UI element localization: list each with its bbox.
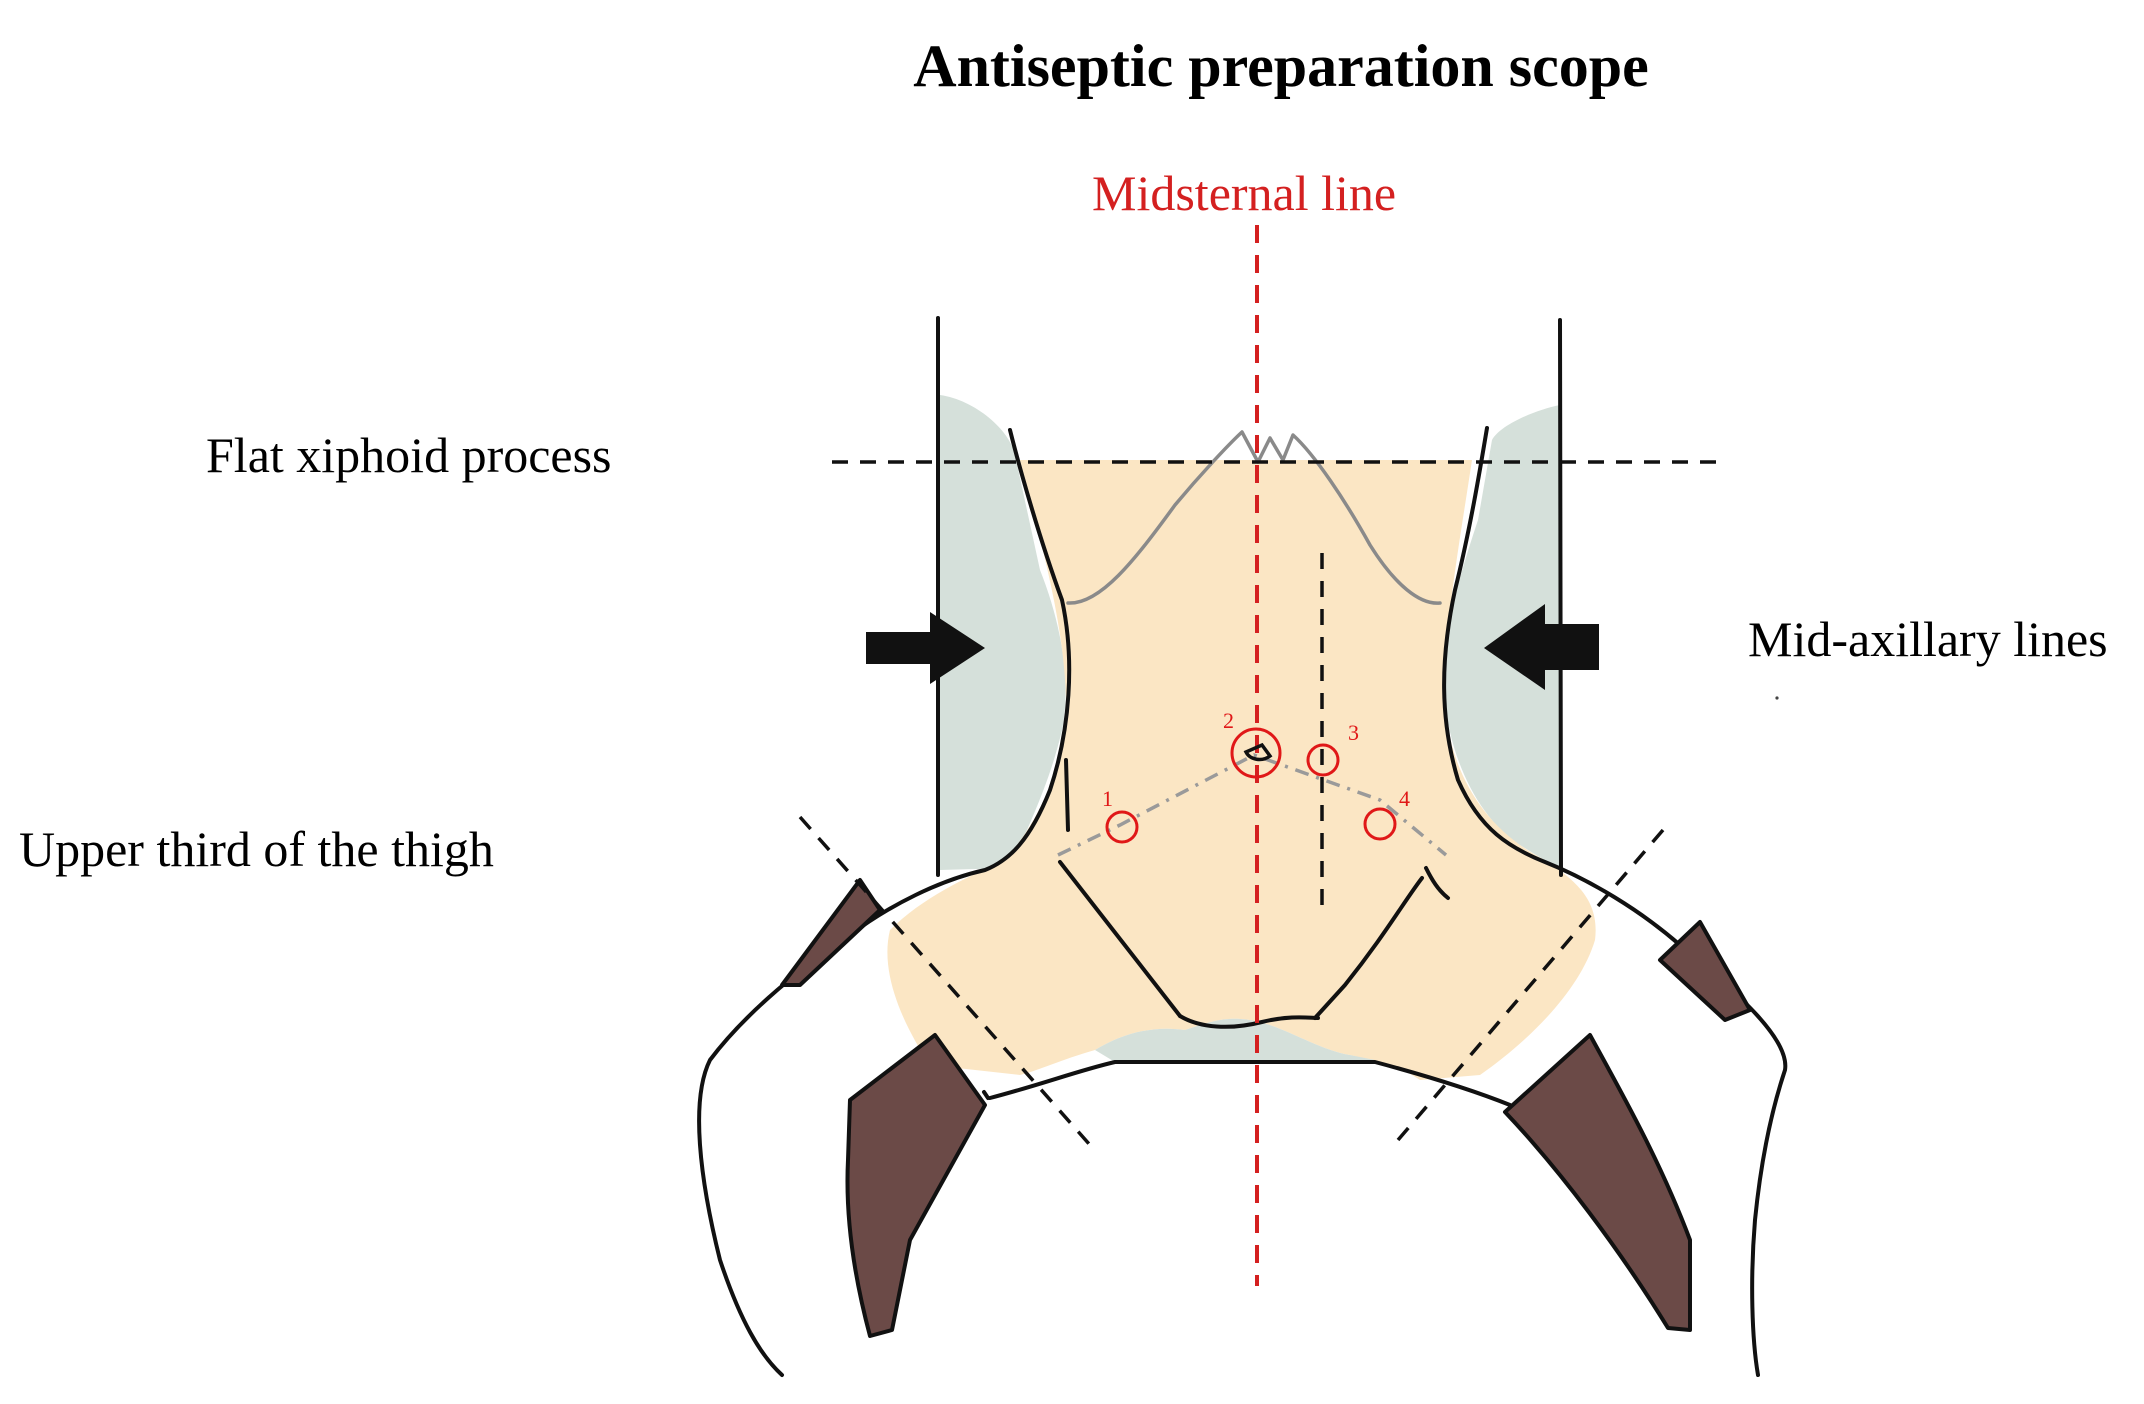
port-connection-line bbox=[1057, 753, 1448, 857]
port-4-number: 4 bbox=[1399, 786, 1410, 811]
port-markers bbox=[1105, 727, 1397, 844]
surgical-drapes bbox=[780, 878, 1752, 1338]
port-number-labels: 1 2 3 4 bbox=[1102, 708, 1410, 811]
port-3-marker bbox=[1306, 743, 1340, 777]
stray-dot bbox=[1775, 696, 1779, 700]
xiphoid-process-label: Flat xiphoid process bbox=[206, 427, 612, 483]
port-1-number: 1 bbox=[1102, 786, 1113, 811]
lower-belly-shade bbox=[1095, 1018, 1385, 1062]
midsternal-line-label: Midsternal line bbox=[1092, 165, 1397, 221]
right-thigh-boundary-line bbox=[1396, 828, 1665, 1142]
right-arrow-icon bbox=[1484, 604, 1599, 690]
left-arrow-icon bbox=[866, 612, 985, 684]
guide-lines bbox=[798, 460, 1722, 1147]
port-2-marker bbox=[1230, 727, 1282, 779]
port-2-number: 2 bbox=[1223, 708, 1234, 733]
navel-icon bbox=[1243, 742, 1273, 762]
mid-axillary-lines-label: Mid-axillary lines bbox=[1748, 611, 2108, 667]
port-4-marker bbox=[1363, 807, 1397, 841]
left-flank-shade bbox=[940, 395, 1066, 870]
diagram-title: Antiseptic preparation scope bbox=[913, 33, 1649, 99]
left-thigh-boundary-line bbox=[798, 815, 1092, 1147]
upper-thigh-label: Upper third of the thigh bbox=[19, 821, 494, 877]
port-3-number: 3 bbox=[1348, 720, 1359, 745]
body-outline bbox=[697, 316, 1788, 1377]
port-1-marker bbox=[1105, 810, 1139, 844]
rib-cage bbox=[1066, 430, 1442, 605]
